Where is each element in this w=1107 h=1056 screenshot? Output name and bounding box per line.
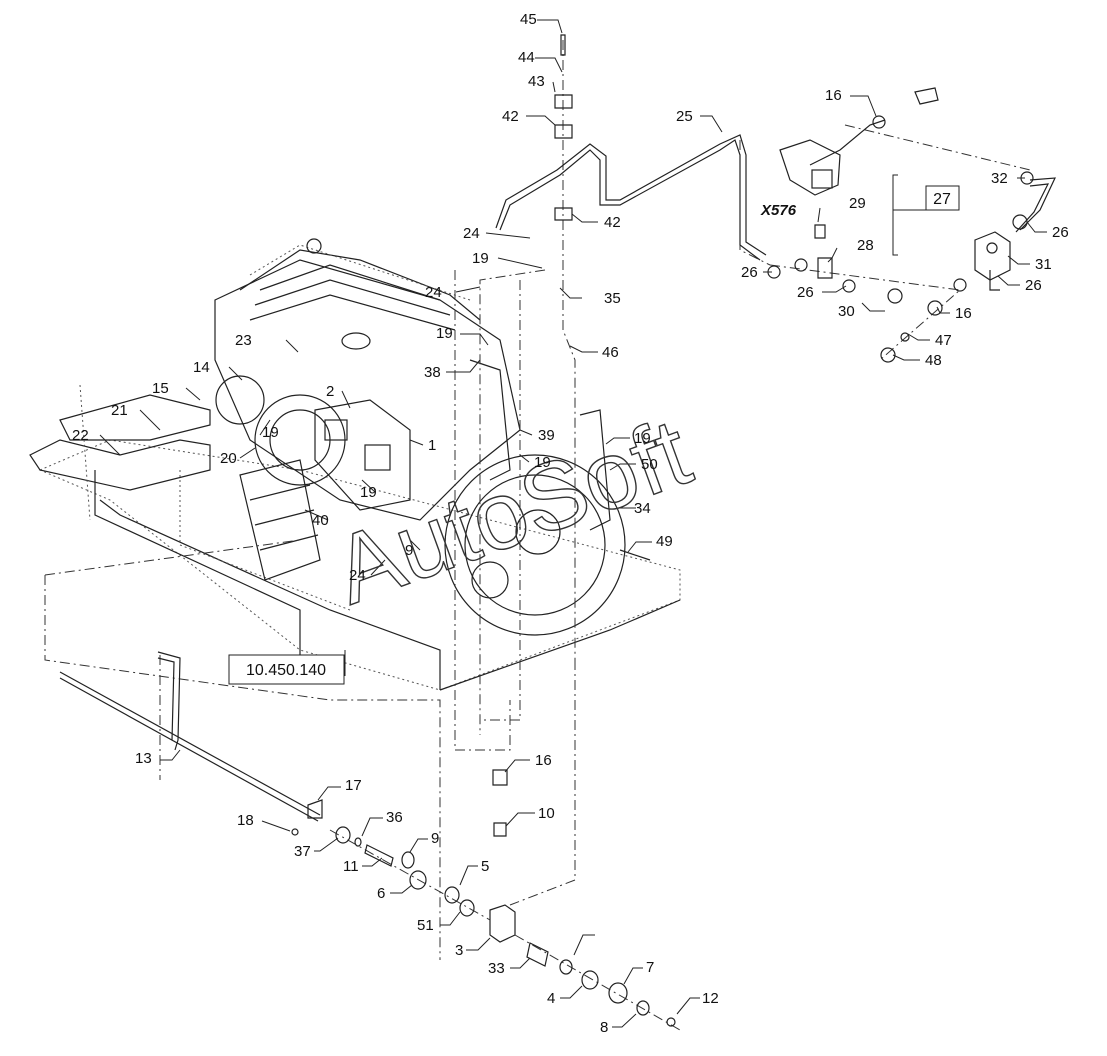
callout-16c: 16: [535, 752, 552, 769]
callout-13: 13: [135, 750, 152, 767]
callout-1: 1: [428, 437, 436, 454]
callout-9b: 9: [431, 830, 439, 847]
callout-24c: 24: [349, 567, 366, 584]
callout-4: 4: [547, 990, 555, 1007]
hose-lines: [59, 119, 1056, 1031]
callout-40: 40: [312, 512, 329, 529]
callout-50: 51: [417, 917, 434, 934]
callout-numbers: 45 44 43 42 25 16 32 29 42 24 26 28 19 3…: [72, 11, 1069, 1036]
callout-30: 30: [838, 303, 855, 320]
callout-22: 22: [72, 427, 89, 444]
callout-20: 20: [220, 450, 237, 467]
callout-41a: 42: [502, 108, 519, 125]
callout-18: 18: [237, 812, 254, 829]
callout-26c: 26: [1025, 277, 1042, 294]
callout-16b: 16: [955, 305, 972, 322]
callout-47: 48: [925, 352, 942, 369]
callout-11: 11: [343, 858, 359, 875]
callout-46: 47: [935, 332, 952, 349]
callout-2: 2: [326, 383, 334, 400]
callout-39: 39: [538, 427, 555, 444]
callout-6: 6: [377, 885, 385, 902]
callout-16a: 16: [825, 87, 842, 104]
callout-19d: 19: [634, 430, 651, 447]
callout-9a: 9: [405, 542, 413, 559]
callout-48: 49: [656, 533, 673, 550]
callout-19c: 19: [262, 424, 279, 441]
callout-43: 44: [518, 49, 535, 66]
callout-26d: 26: [797, 284, 814, 301]
callout-25: 25: [676, 108, 693, 125]
callout-17: 17: [345, 777, 362, 794]
callout-34: 34: [634, 500, 651, 517]
callout-41b: 42: [604, 214, 621, 231]
connector-label: X576: [760, 202, 797, 219]
callout-15: 15: [152, 380, 169, 397]
callout-23: 23: [235, 332, 252, 349]
callout-26a: 26: [1052, 224, 1069, 241]
callout-29: 29: [849, 195, 866, 212]
callout-37: 37: [294, 843, 311, 860]
callout-33: 33: [488, 960, 505, 977]
callout-31: 31: [1035, 256, 1052, 273]
callout-45: 46: [602, 344, 619, 361]
callout-3: 3: [455, 942, 463, 959]
callout-32: 32: [991, 170, 1008, 187]
callout-21: 21: [111, 402, 128, 419]
callout-28: 28: [857, 237, 874, 254]
callout-24b: 24: [425, 284, 442, 301]
boxed-label-reference-text: 10.450.140: [246, 662, 326, 679]
callout-49: 50: [641, 456, 658, 473]
callout-26b: 26: [741, 264, 758, 281]
callout-14: 14: [193, 359, 210, 376]
callout-19f: 19: [360, 484, 377, 501]
callout-38: 38: [424, 364, 441, 381]
callout-36: 36: [386, 809, 403, 826]
callout-19b: 19: [436, 325, 453, 342]
callout-19e: 19: [534, 454, 551, 471]
callout-24a: 24: [463, 225, 480, 242]
callout-35: 35: [604, 290, 621, 307]
callout-12: 12: [702, 990, 719, 1007]
boxed-label-reference: 10.450.140: [228, 654, 345, 685]
boxed-label-27: 27: [925, 185, 960, 211]
callout-8: 8: [600, 1019, 608, 1036]
leader-lines: [99, 19, 1047, 1028]
engine-assembly-drawing: [29, 40, 1031, 960]
callout-42: 43: [528, 73, 545, 90]
callout-19a: 19: [472, 250, 489, 267]
boxed-label-27-text: 27: [933, 191, 951, 208]
callout-10: 10: [538, 805, 555, 822]
callout-44: 45: [520, 11, 537, 28]
callout-5: 5: [481, 858, 489, 875]
callout-7: 7: [646, 959, 654, 976]
